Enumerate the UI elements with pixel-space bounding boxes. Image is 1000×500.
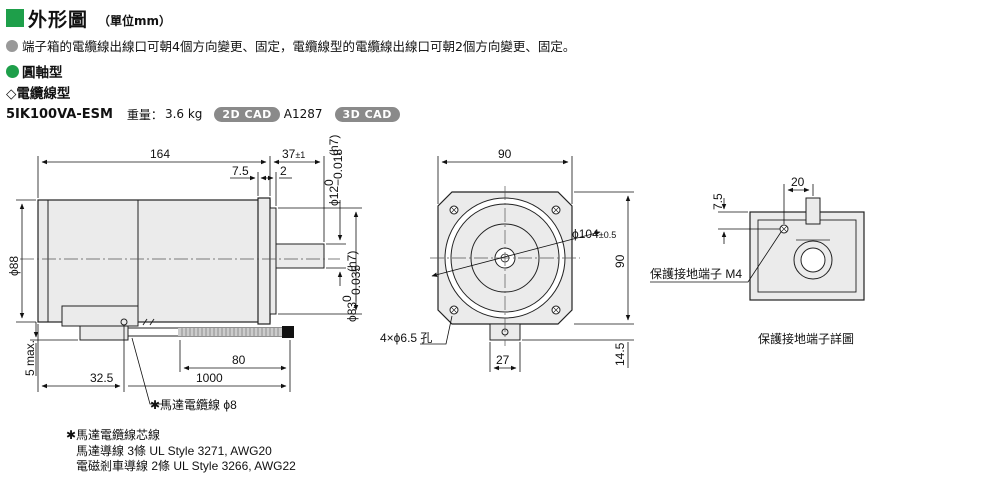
ground-terminal-label: 保護接地端子 M4	[650, 266, 742, 281]
core-line-2: 電磁剎車導線 2條 UL Style 3266, AWG22	[76, 458, 296, 473]
cable-direction-note: 端子箱的電纜線出線口可朝4個方向變更、固定，電纜線型的電纜線出線口可朝2個方向變…	[6, 36, 575, 55]
dim-90-top: 90	[498, 147, 512, 161]
svg-text:−0.035: −0.035	[349, 265, 363, 302]
dim-5max: 5 max.	[23, 340, 37, 376]
dim-32-5: 32.5	[90, 371, 114, 385]
gray-bullet-icon	[6, 39, 18, 52]
cable-type-heading: ◇電纜線型	[6, 82, 70, 102]
dim-phi83: ϕ83 0 −0.035 (h7)	[340, 251, 363, 322]
svg-text:ϕ12: ϕ12	[327, 186, 341, 206]
shaft-type-heading: 圓軸型	[6, 61, 63, 81]
dim-phi12: ϕ12 0 −0.018 (h7)	[322, 135, 345, 206]
note-text: 端子箱的電纜線出線口可朝4個方向變更、固定，電纜線型的電纜線出線口可朝2個方向變…	[22, 39, 576, 54]
core-wire-note: ✱馬達電纜線芯線 馬達導線 3條 UL Style 3271, AWG20 電磁…	[66, 427, 296, 473]
svg-text:ϕ83: ϕ83	[345, 302, 359, 322]
dim-2: 2	[280, 164, 287, 178]
shaft-type-label: 圓軸型	[22, 65, 63, 81]
dim-phi104: ϕ104±0.5	[572, 227, 616, 241]
cad-3d-button[interactable]: 3D CAD	[334, 106, 400, 122]
svg-text:(h7): (h7)	[327, 135, 341, 156]
section-header: 外形圖 （單位mm）	[6, 4, 171, 32]
dim-detail-7-5: 7.5	[711, 193, 725, 210]
green-bullet-icon	[6, 64, 19, 78]
dim-holes: 4×ϕ6.5 孔	[380, 331, 432, 345]
motor-side-view	[20, 197, 340, 341]
cad-2d-number: A1287	[283, 107, 323, 121]
dim-37: 37±1	[282, 147, 305, 161]
motor-front-view	[430, 186, 580, 346]
svg-text:(h7): (h7)	[345, 251, 359, 272]
dim-80: 80	[232, 353, 246, 367]
cable-type-label: ◇電纜線型	[6, 86, 71, 102]
dim-1000: 1000	[196, 371, 223, 385]
dim-14-5: 14.5	[613, 342, 627, 366]
dim-7-5: 7.5	[232, 164, 249, 178]
section-marker-icon	[6, 9, 24, 27]
dim-90-side: 90	[613, 254, 627, 268]
weight-value: 3.6 kg	[164, 107, 203, 121]
dim-27: 27	[496, 353, 510, 367]
core-title: ✱馬達電纜線芯線	[66, 427, 160, 442]
ground-detail-caption: 保護接地端子詳圖	[758, 331, 854, 346]
section-title: 外形圖	[28, 8, 89, 31]
svg-text:−0.018: −0.018	[331, 149, 345, 186]
unit-note: （單位mm）	[98, 13, 172, 28]
cad-2d-button[interactable]: 2D CAD	[214, 106, 280, 122]
ground-terminal-detail	[749, 197, 865, 301]
weight-label: 重量：	[126, 107, 163, 122]
cable-label: ✱馬達電纜線 ϕ8	[150, 397, 237, 412]
dim-phi88: ϕ88	[7, 256, 21, 276]
model-row: 5IK100VA-ESM 重量： 3.6 kg 2D CAD A1287 3D …	[6, 105, 400, 123]
dim-detail-20: 20	[791, 175, 805, 189]
model-name: 5IK100VA-ESM	[6, 106, 113, 122]
svg-text:0: 0	[322, 179, 336, 186]
core-line-1: 馬達導線 3條 UL Style 3271, AWG20	[76, 443, 272, 458]
svg-text:0: 0	[340, 295, 354, 302]
dim-164: 164	[150, 147, 170, 161]
